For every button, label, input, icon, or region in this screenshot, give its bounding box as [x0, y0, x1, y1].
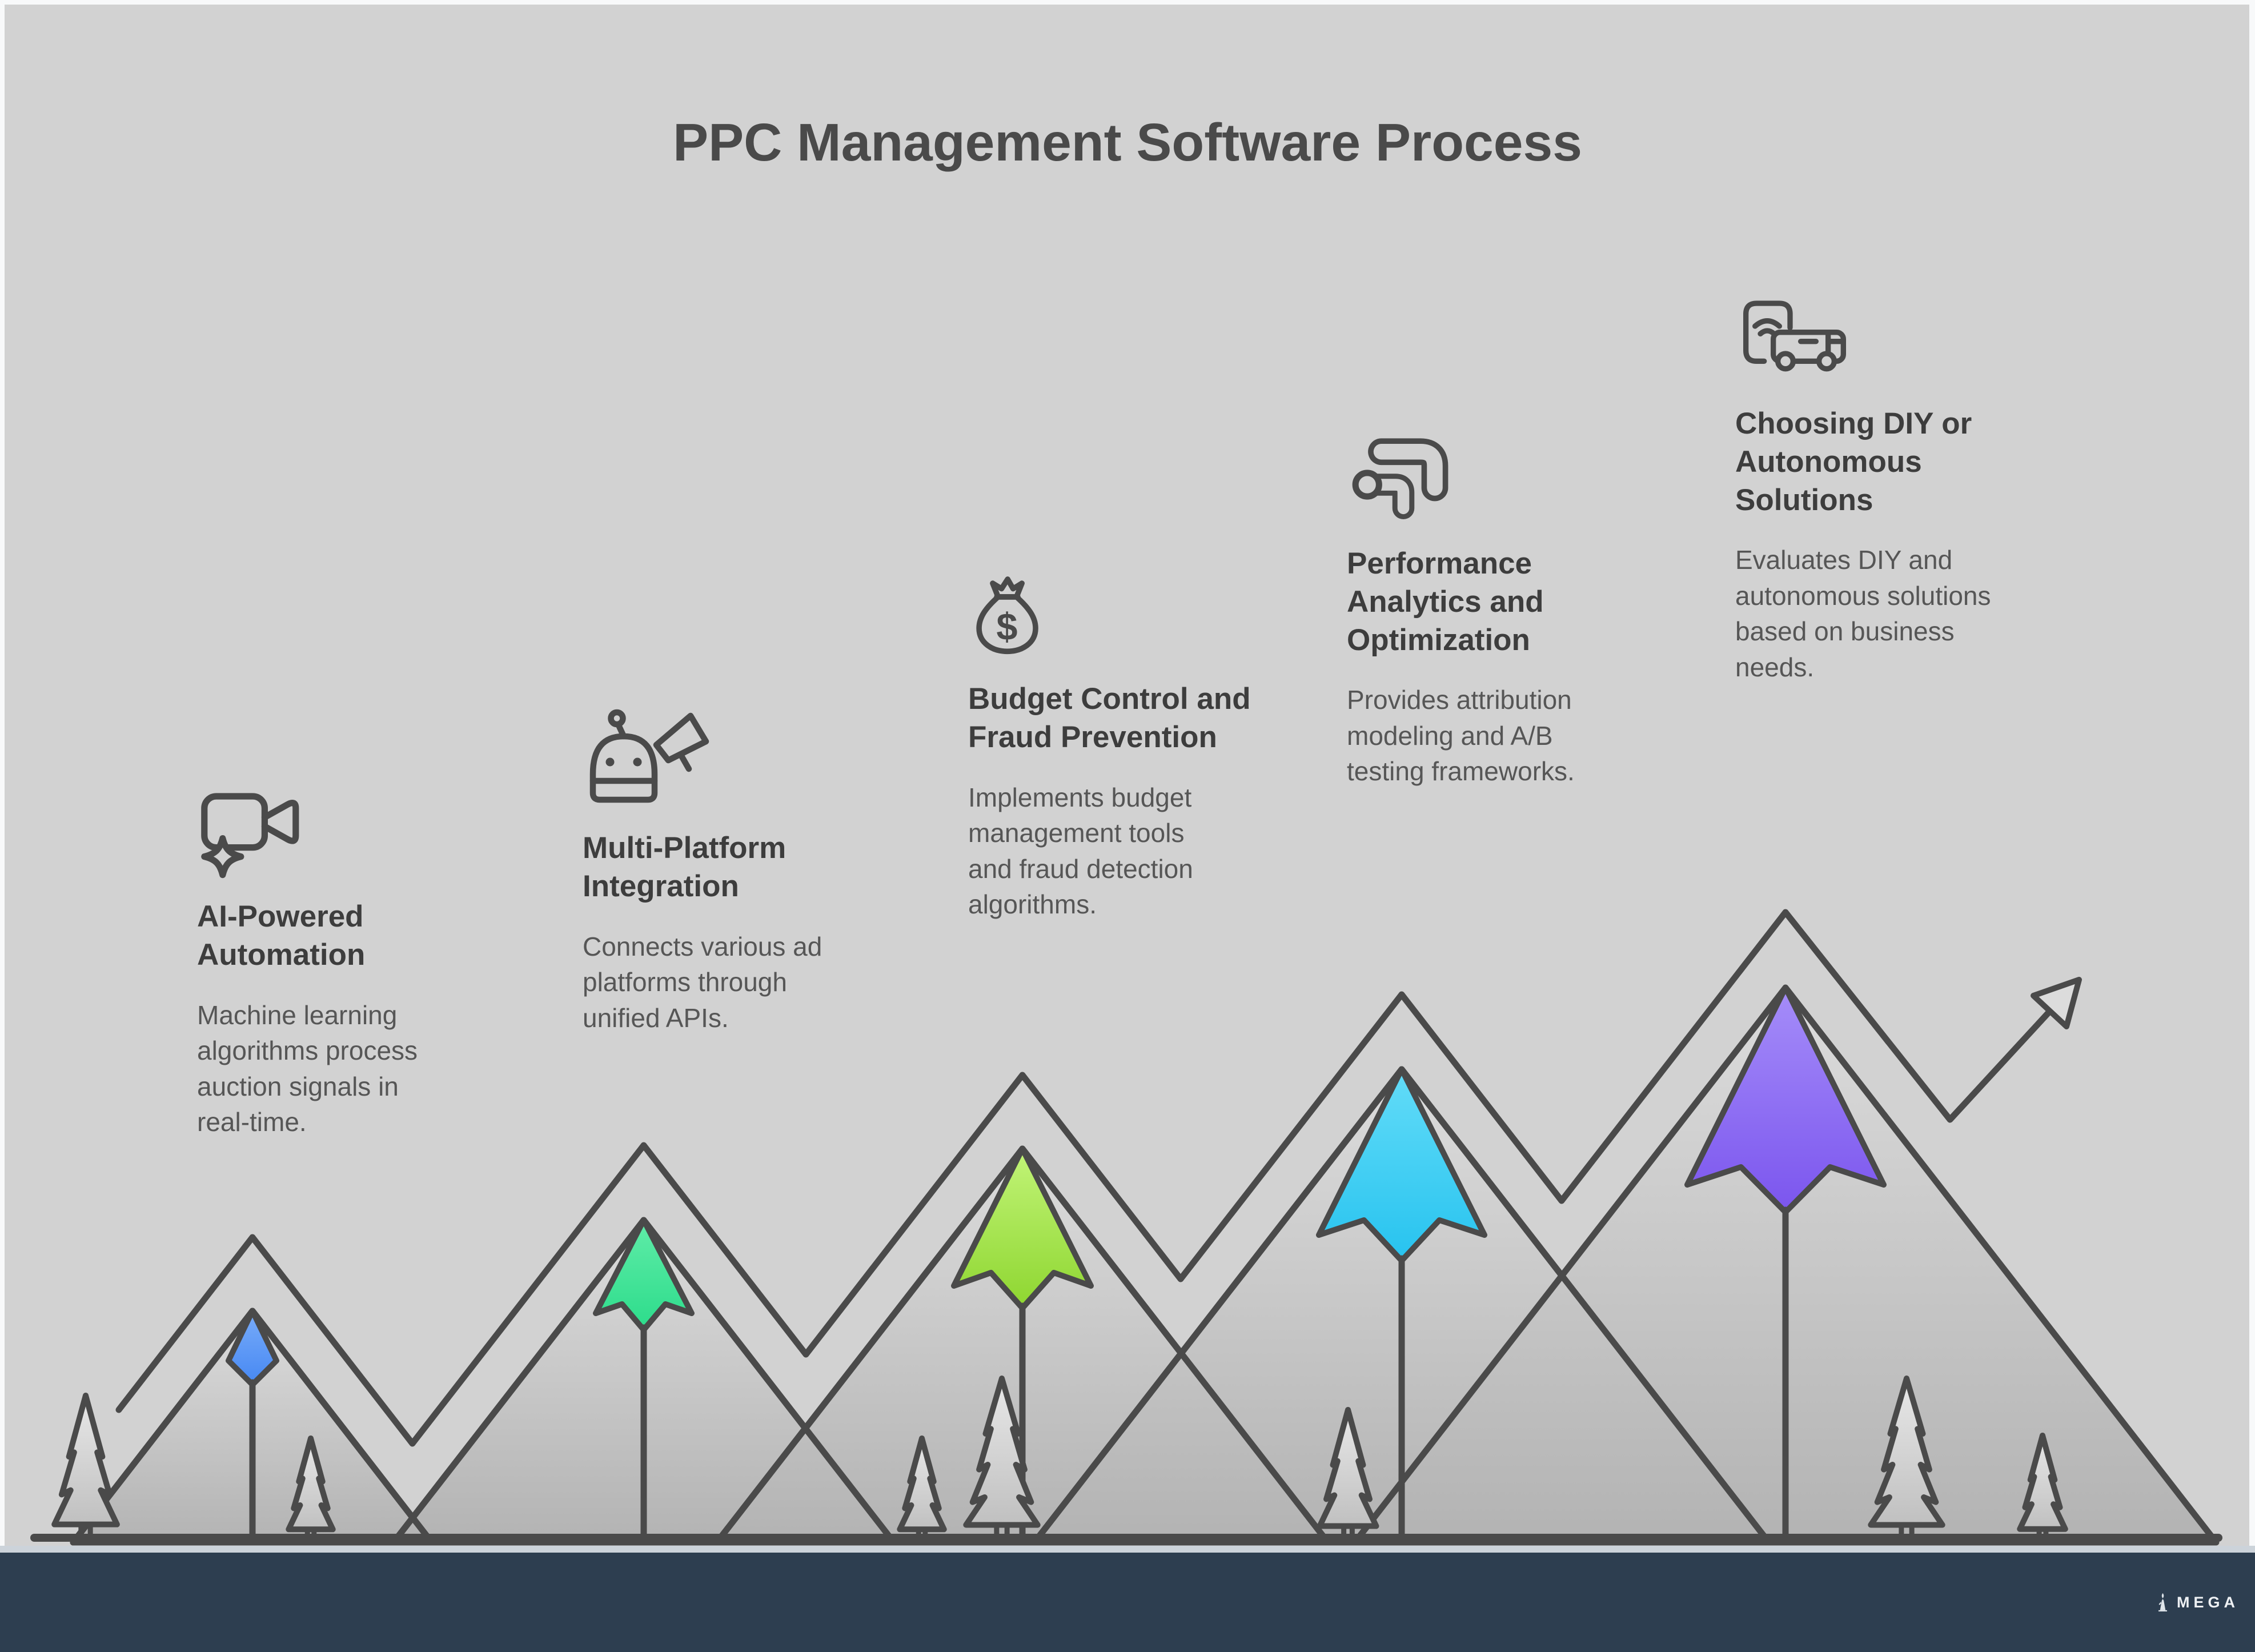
stage-description: Connects various ad platforms through un…: [583, 931, 822, 1033]
stage-description: Machine learning algorithms process auct…: [197, 1000, 418, 1137]
stage-title: Budget Control and Fraud Prevention: [968, 682, 1251, 754]
stage-description: Evaluates DIY and autonomous solutions b…: [1735, 545, 1991, 682]
stage-title: Choosing DIY or Autonomous Solutions: [1735, 407, 1972, 517]
money-bag-icon: $: [976, 576, 1038, 655]
stage-choosing-diy-autonomous: Choosing DIY or Autonomous Solutions Eva…: [1735, 294, 2009, 685]
stage-budget-control-fraud-prevention: $ Budget Control and Fraud Prevention Im…: [968, 572, 1294, 923]
robot-megaphone-icon: [589, 709, 709, 803]
smartphone-bus-icon: [1743, 300, 1846, 372]
pine-tree: [1868, 1376, 1945, 1528]
ai-camera-sparkle-icon: [201, 793, 299, 879]
brand-logo: MEGA: [2155, 1593, 2239, 1611]
brand-name: MEGA: [2177, 1593, 2239, 1611]
pine-tree: [897, 1436, 947, 1533]
stage-performance-analytics-optimization: Performance Analytics and Optimization P…: [1347, 431, 1655, 789]
pine-tree: [286, 1436, 336, 1533]
footer-divider-strip: [0, 1546, 2255, 1553]
peak-drop-lines: [249, 1206, 1789, 1540]
stage-multi-platform-integration: Multi-Platform Integration Connects vari…: [583, 707, 885, 1036]
analytics-arrows-icon: [1352, 438, 1449, 519]
pine-tree: [51, 1393, 120, 1527]
pine-tree: [2017, 1433, 2068, 1532]
ridgeline-zigzag: [115, 909, 2053, 1447]
pine-trees: [51, 1376, 2068, 1541]
pine-tree: [1317, 1407, 1379, 1529]
stage-title: Performance Analytics and Optimization: [1347, 547, 1544, 657]
footer-bar: MEGA: [0, 1553, 2255, 1652]
page-title: PPC Management Software Process: [673, 113, 1582, 172]
stage-title: AI-Powered Automation: [197, 900, 366, 972]
mega-statue-icon: [2158, 1593, 2167, 1611]
stage-title: Multi-Platform Integration: [583, 831, 787, 903]
svg-text:$: $: [996, 606, 1017, 648]
stage-description: Implements budget management tools and f…: [968, 782, 1193, 920]
stage-ai-powered-automation: AI-Powered Automation Machine learning a…: [197, 787, 471, 1140]
trend-arrowhead-icon: [2031, 977, 2082, 1029]
stage-description: Provides attribution modeling and A/B te…: [1347, 685, 1575, 787]
pine-tree: [963, 1376, 1041, 1528]
